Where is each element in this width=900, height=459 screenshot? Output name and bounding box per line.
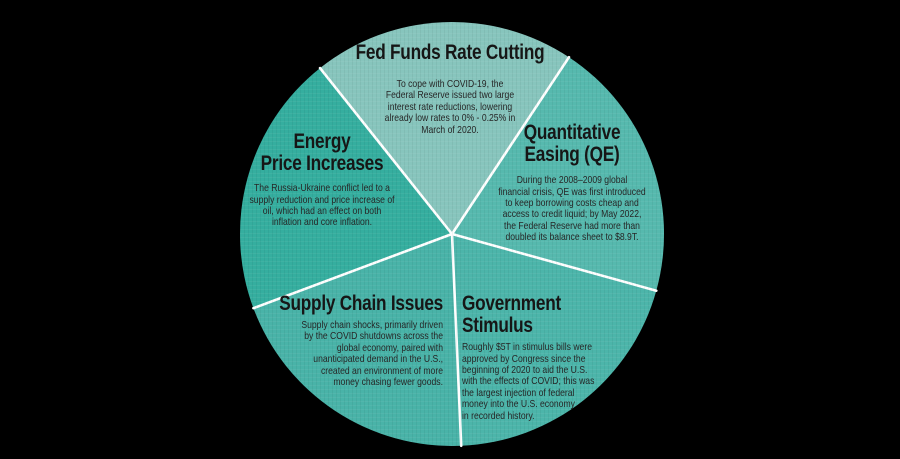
slice-divider <box>318 66 454 236</box>
slice-divider <box>252 232 454 310</box>
pie-slice-supply-chain-issues <box>253 234 462 447</box>
slice-divider <box>450 232 463 448</box>
pie-slice-fed-funds-rate-cutting <box>320 21 569 235</box>
pie-slice-government-stimulus <box>452 234 657 446</box>
pie-slice-energy-price-increases <box>239 68 452 309</box>
pie-slice-quantitative-easing <box>452 57 665 291</box>
slice-divider <box>450 55 571 236</box>
slice-divider <box>450 232 658 293</box>
